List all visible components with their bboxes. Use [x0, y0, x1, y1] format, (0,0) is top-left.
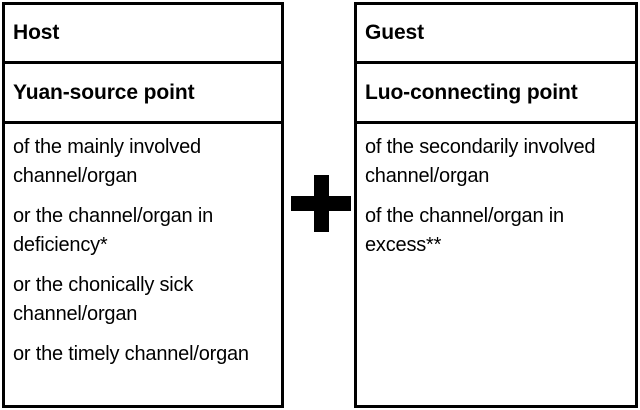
guest-subtitle: Luo-connecting point	[365, 80, 578, 104]
host-item-2: or the chonically sick channel/organ	[13, 274, 194, 325]
host-item-0: of the mainly involved channel/organ	[13, 136, 201, 187]
host-item-1: or the channel/organ in deficiency*	[13, 205, 213, 256]
guest-title: Guest	[365, 21, 425, 45]
host-subtitle: Yuan-source point	[13, 80, 195, 104]
guest-item-1: of the channel/organ in excess**	[365, 205, 564, 256]
guest-table: Guest Luo-connecting point of the second…	[354, 2, 638, 408]
plus-icon	[291, 175, 351, 232]
host-title: Host	[13, 21, 60, 45]
host-title-row: Host	[5, 5, 281, 64]
host-item-3: or the timely channel/organ	[13, 343, 249, 365]
host-subtitle-row: Yuan-source point	[5, 64, 281, 124]
plus-icon-vertical-bar	[314, 175, 329, 232]
guest-item-0: of the secondarily involved channel/orga…	[365, 136, 596, 187]
host-table: Host Yuan-source point of the mainly inv…	[2, 2, 284, 408]
guest-title-row: Guest	[357, 5, 635, 64]
host-body-row: of the mainly involved channel/organ or …	[5, 124, 281, 405]
guest-subtitle-row: Luo-connecting point	[357, 64, 635, 124]
guest-body-row: of the secondarily involved channel/orga…	[357, 124, 635, 405]
